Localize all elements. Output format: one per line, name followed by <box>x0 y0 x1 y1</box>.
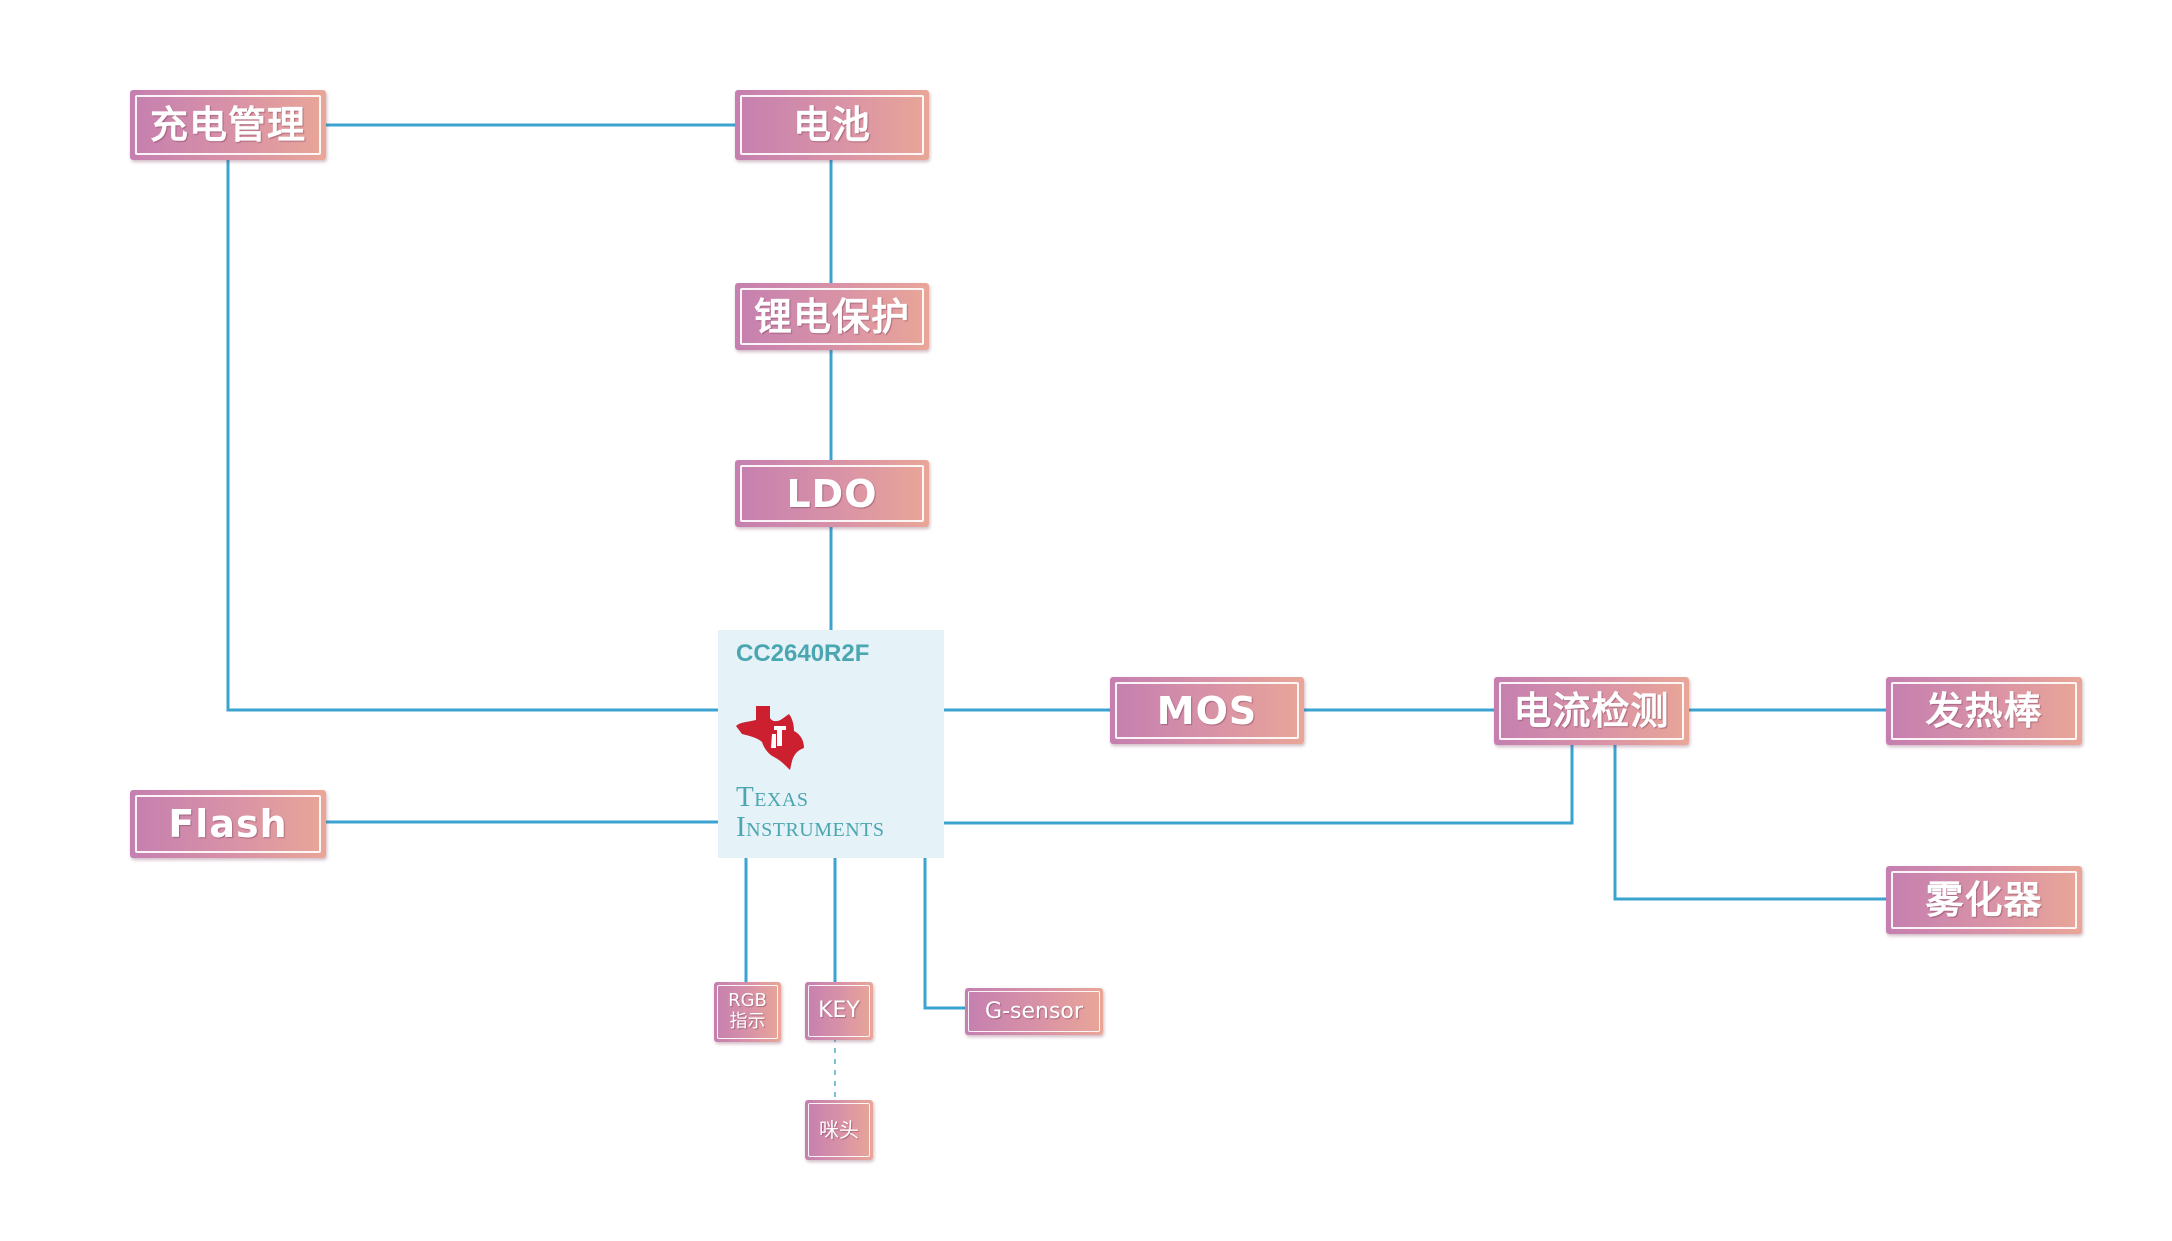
ti-logo-icon <box>736 706 804 770</box>
node-battery: 电池 <box>735 90 929 160</box>
node-label: 咪头 <box>819 1118 859 1142</box>
mcu-chip: CC2640R2F Texas Instruments <box>718 630 944 858</box>
node-current-detection: 电流检测 <box>1494 677 1689 745</box>
wire-chip-gsensor <box>923 858 965 1010</box>
node-label: 雾化器 <box>1925 878 2043 922</box>
wire-current-atomizer <box>1613 745 1886 901</box>
node-key: KEY <box>805 982 873 1040</box>
node-heating-rod: 发热棒 <box>1886 677 2082 745</box>
node-label: 电池 <box>792 103 871 147</box>
node-ldo: LDO <box>735 460 929 527</box>
vendor-line-1: Texas <box>736 781 809 813</box>
node-rgb-indicator: RGB 指示 <box>714 982 781 1042</box>
wire-current-chip <box>944 745 1574 825</box>
wire-charge-chip <box>226 160 718 712</box>
node-microphone: 咪头 <box>805 1100 873 1160</box>
node-label: KEY <box>818 998 860 1023</box>
node-atomizer: 雾化器 <box>1886 866 2082 934</box>
node-label: 充电管理 <box>149 103 306 147</box>
chip-model-label: CC2640R2F <box>736 640 870 667</box>
node-label: 电流检测 <box>1513 689 1670 733</box>
node-flash: Flash <box>130 790 326 858</box>
chip-vendor: Texas Instruments <box>736 782 885 842</box>
vendor-line-2: Instruments <box>736 811 885 843</box>
node-label: 发热棒 <box>1925 689 2043 733</box>
node-mos: MOS <box>1110 677 1304 744</box>
node-label: RGB 指示 <box>728 990 767 1032</box>
node-label: G-sensor <box>985 998 1083 1024</box>
node-g-sensor: G-sensor <box>965 988 1103 1035</box>
node-charge-management: 充电管理 <box>130 90 326 160</box>
node-label: MOS <box>1156 688 1258 733</box>
node-label: LDO <box>786 471 878 516</box>
node-label: Flash <box>168 802 288 846</box>
node-lithium-protection: 锂电保护 <box>735 283 929 350</box>
node-label: 锂电保护 <box>753 294 910 339</box>
